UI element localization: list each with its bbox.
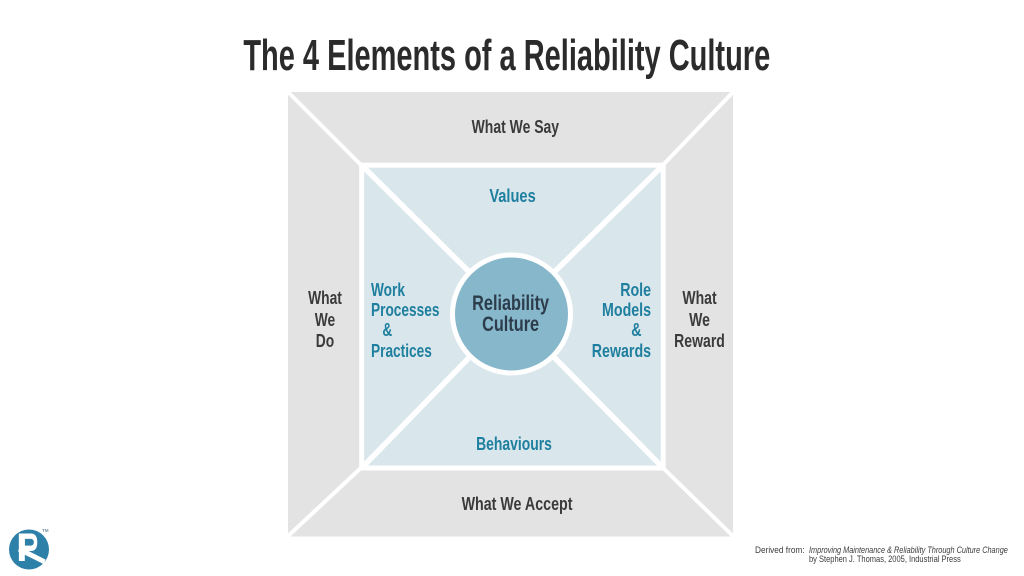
svg-text:TM: TM [42, 528, 49, 533]
